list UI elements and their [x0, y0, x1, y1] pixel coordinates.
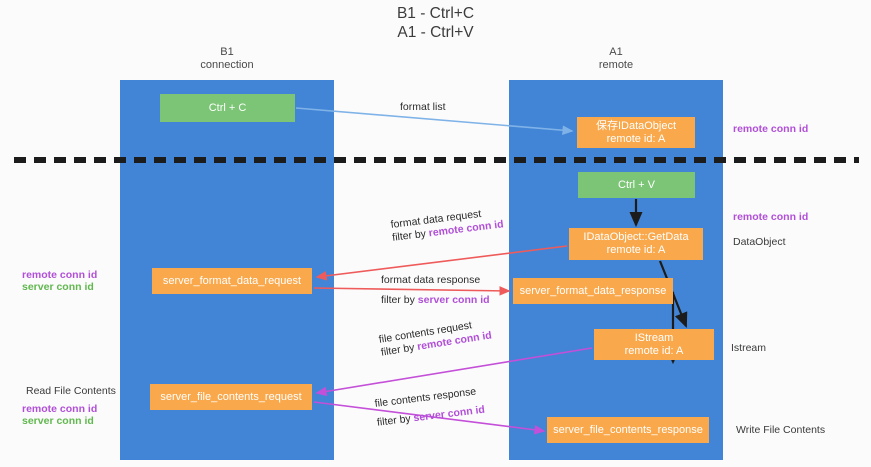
node-idataobject-line2: remote id: A — [606, 132, 666, 145]
edge-label-format-data-request: format data request filter by remote con… — [390, 205, 504, 244]
node-getdata-line2: remote id: A — [606, 244, 666, 256]
annotation-left-remote-conn-id-bottom: remote conn id — [22, 403, 98, 415]
edge-label-format-list: format list — [400, 101, 446, 113]
node-server-file-contents-response[interactable]: server_file_contents_response — [547, 417, 709, 443]
annotation-left-server-conn-id-bottom: server conn id — [22, 415, 94, 427]
node-server-file-contents-response-label: server_file_contents_response — [553, 423, 703, 436]
node-idataobject[interactable]: 保存IDataObject remote id: A — [577, 117, 695, 148]
node-ctrl-c[interactable]: Ctrl + C — [160, 94, 295, 122]
column-header-a1-role: remote — [598, 59, 634, 71]
phase-divider — [14, 157, 859, 163]
column-header-b1: B1 connection — [120, 46, 334, 72]
annotation-right-remote-conn-id-mid: remote conn id — [733, 211, 809, 223]
annotation-right-dataobject: DataObject — [733, 236, 786, 248]
edge-label-format-data-response-line1: format data response — [381, 274, 481, 286]
annotation-right-istream: Istream — [731, 342, 767, 354]
edge-label-file-contents-request: file contents request filter by remote c… — [378, 316, 493, 359]
node-ctrl-v-label: Ctrl + V — [618, 178, 655, 191]
filter-key-server-conn-id: server conn id — [412, 403, 486, 425]
node-server-format-data-response[interactable]: server_format_data_response — [513, 278, 673, 304]
annotation-left-remote-conn-id-top: remote conn id — [22, 269, 98, 281]
node-server-format-data-request-label: server_format_data_request — [162, 274, 302, 287]
column-header-b1-role: connection — [200, 59, 254, 71]
node-idataobject-getdata[interactable]: IDataObject::GetData remote id: A — [569, 228, 703, 260]
node-ctrl-v[interactable]: Ctrl + V — [578, 172, 695, 198]
column-header-a1: A1 remote — [509, 46, 723, 72]
node-istream-line2: remote id: A — [624, 344, 684, 357]
edge-label-format-data-response: format data response filter by server co… — [381, 274, 490, 307]
node-getdata-line1: IDataObject::GetData — [583, 231, 689, 243]
column-header-b1-name: B1 — [220, 46, 234, 58]
annotation-left-server-conn-id-top: server conn id — [22, 281, 94, 293]
node-server-file-contents-request[interactable]: server_file_contents_request — [150, 384, 312, 410]
title-line-2: A1 - Ctrl+V — [397, 24, 474, 41]
filter-prefix: filter by — [376, 412, 415, 429]
node-server-file-contents-request-label: server_file_contents_request — [160, 390, 302, 403]
diagram-title: B1 - Ctrl+C A1 - Ctrl+V — [0, 4, 871, 42]
node-istream-line1: IStream — [634, 331, 674, 344]
title-line-1: B1 - Ctrl+C — [396, 5, 475, 22]
annotation-right-write-file-contents: Write File Contents — [736, 424, 826, 436]
annotation-left-read-file-contents: Read File Contents — [26, 385, 116, 397]
annotation-right-remote-conn-id-top: remote conn id — [733, 123, 809, 135]
filter-key-server-conn-id: server conn id — [417, 294, 490, 306]
filter-prefix: filter by — [381, 294, 418, 306]
node-server-format-data-request[interactable]: server_format_data_request — [152, 268, 312, 294]
column-header-a1-name: A1 — [609, 46, 623, 58]
edge-label-file-contents-response: file contents response filter by server … — [374, 385, 486, 430]
node-server-format-data-response-label: server_format_data_response — [519, 284, 667, 297]
node-ctrl-c-label: Ctrl + C — [208, 101, 247, 114]
edge-label-format-data-response-line2: filter by server conn id — [381, 294, 490, 307]
node-istream[interactable]: IStream remote id: A — [594, 329, 714, 360]
node-idataobject-line1: 保存IDataObject — [595, 119, 677, 132]
